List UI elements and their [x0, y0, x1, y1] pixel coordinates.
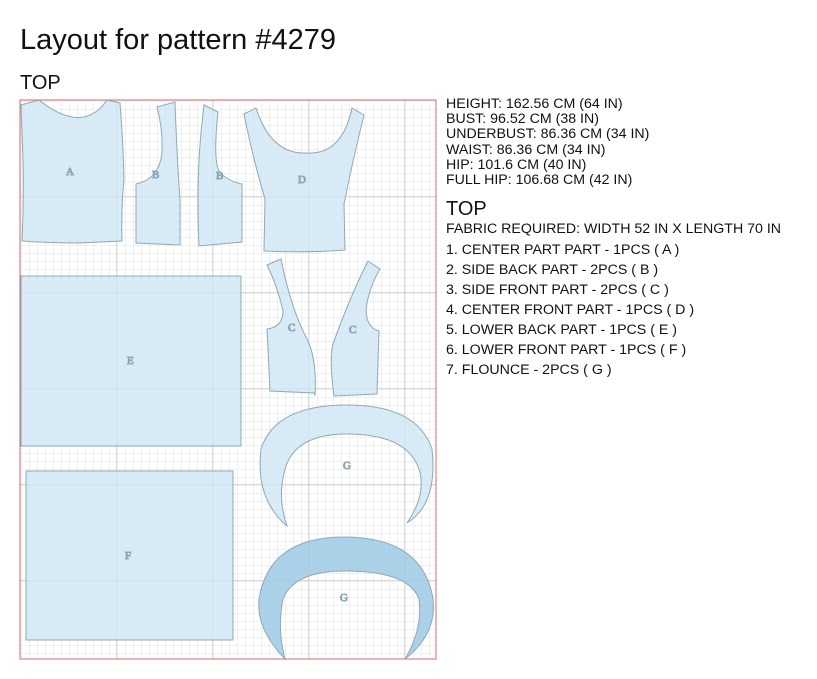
piece-label-c-1: C [288, 322, 295, 334]
piece-c-2[interactable]: C [330, 260, 381, 397]
measurements-list: HEIGHT: 162.56 CM (64 IN) BUST: 96.52 CM… [446, 96, 817, 189]
measurement-full-hip: FULL HIP: 106.68 CM (42 IN) [446, 172, 633, 189]
piece-d[interactable]: D [243, 107, 365, 253]
piece-g-2[interactable]: G [258, 536, 434, 661]
pattern-pieces: A B B D E C C [20, 99, 434, 661]
part-item-g: 7. FLOUNCE - 2PCS ( G ) [446, 362, 612, 379]
piece-label-f: F [125, 550, 131, 562]
part-item-d: 4. CENTER FRONT PART - 1PCS ( D ) [446, 302, 695, 319]
piece-label-e: E [127, 355, 134, 367]
piece-label-b-1: B [152, 169, 159, 181]
piece-e[interactable]: E [20, 275, 242, 447]
measurement-hip: HIP: 101.6 CM (40 IN) [446, 156, 587, 173]
piece-c-1[interactable]: C [266, 258, 316, 397]
measurement-underbust: UNDERBUST: 86.36 CM (34 IN) [446, 126, 650, 143]
part-item-f: 6. LOWER FRONT PART - 1PCS ( F ) [446, 342, 687, 359]
info-title: TOP [446, 198, 487, 221]
piece-label-d: D [298, 174, 306, 186]
piece-label-c-2: C [349, 324, 356, 336]
part-item-b: 2. SIDE BACK PART - 2PCS ( B ) [446, 262, 659, 279]
piece-label-g-2: G [340, 592, 348, 604]
section-title: TOP [20, 72, 61, 94]
pattern-layout-canvas: A B B D E C C [19, 99, 437, 661]
fabric-border [19, 99, 437, 660]
fabric-required: FABRIC REQUIRED: WIDTH 52 IN X LENGTH 70… [446, 221, 782, 238]
part-item-c: 3. SIDE FRONT PART - 2PCS ( C ) [446, 282, 669, 299]
measurement-bust: BUST: 96.52 CM (38 IN) [446, 111, 599, 128]
part-item-e: 5. LOWER BACK PART - 1PCS ( E ) [446, 322, 677, 339]
piece-label-a: A [66, 166, 74, 178]
info-panel: HEIGHT: 162.56 CM (64 IN) BUST: 96.52 CM… [446, 96, 817, 380]
piece-a[interactable]: A [20, 99, 125, 244]
piece-g-1[interactable]: G [259, 404, 434, 528]
measurement-height: HEIGHT: 162.56 CM (64 IN) [446, 96, 623, 112]
parts-list: 1. CENTER PART PART - 1PCS ( A ) 2. SIDE… [446, 240, 817, 380]
piece-label-g-1: G [343, 460, 351, 472]
part-item-a: 1. CENTER PART PART - 1PCS ( A ) [446, 242, 680, 259]
piece-b-2[interactable]: B [197, 104, 243, 247]
piece-b-1[interactable]: B [135, 101, 181, 246]
piece-f[interactable]: F [25, 470, 234, 641]
piece-label-b-2: B [216, 170, 223, 182]
page-title: Layout for pattern #4279 [20, 24, 337, 56]
measurement-waist: WAIST: 86.36 CM (34 IN) [446, 141, 606, 158]
